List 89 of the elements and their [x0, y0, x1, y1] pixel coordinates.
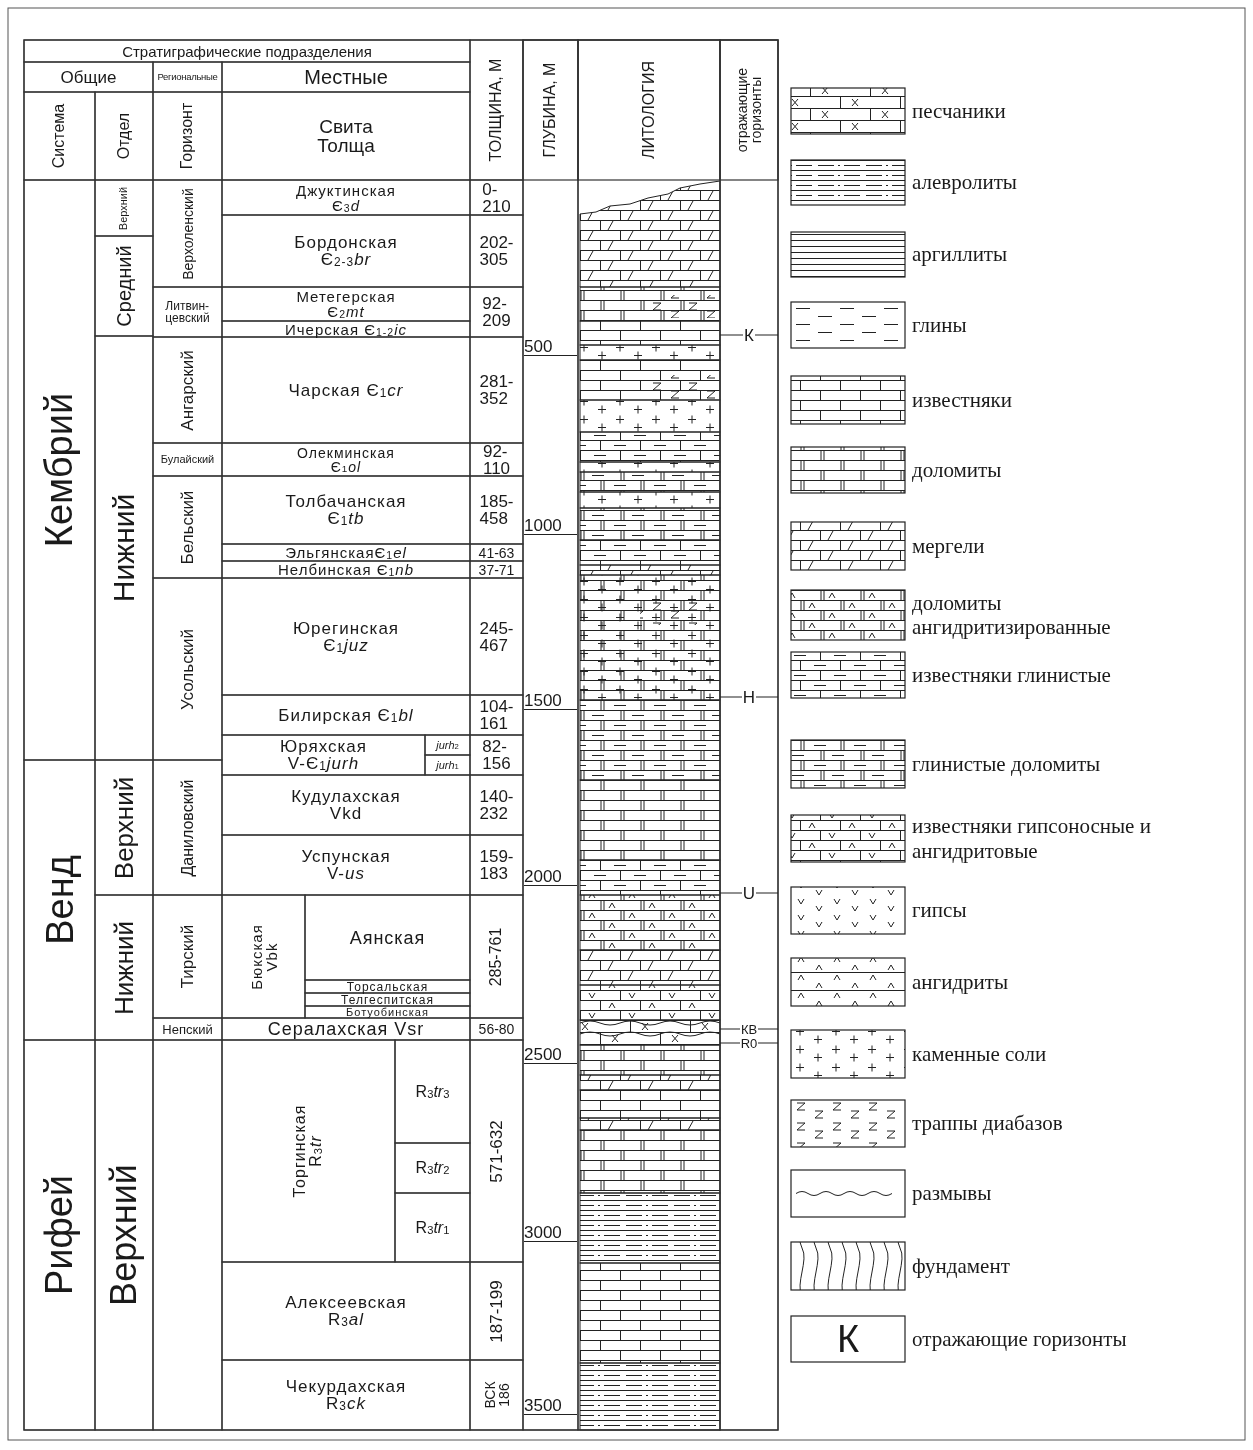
seismic-horizon-label: Н: [741, 688, 757, 706]
horizon-name: Верхоленский: [180, 187, 195, 280]
horizon-symbol: К: [836, 1320, 860, 1358]
table-header: Общие: [60, 68, 117, 86]
legend-text: алевролиты: [912, 170, 1017, 195]
legend-text: мергели: [912, 533, 985, 559]
horizon-name: Литвин- цевский: [165, 300, 210, 324]
series-name: Средний: [114, 245, 134, 327]
thickness-value: 56-80: [478, 1022, 515, 1036]
legend-text: известняки: [912, 387, 1012, 413]
thickness-value: 187-199: [488, 1279, 505, 1343]
thickness-value: 82- 156: [482, 738, 511, 772]
thickness-value: 202- 305: [479, 234, 514, 268]
legend-text: отражающие горизонты: [912, 1326, 1127, 1352]
thickness-value: 159- 183: [479, 848, 514, 882]
system-name: Рифей: [40, 1174, 79, 1296]
column-header: ТОЛЩИНА, М: [488, 58, 505, 162]
seismic-horizon-label: U: [741, 884, 757, 902]
legend-text: ангидриты: [912, 969, 1009, 995]
thickness-value: 104- 161: [479, 698, 514, 732]
table-header: Региональные: [157, 72, 218, 82]
thickness-value: 0- 210: [482, 180, 511, 215]
thickness-value: ВСК 186: [482, 1381, 511, 1409]
column-header: ЛИТОЛОГИЯ: [641, 61, 657, 159]
legend-text: траппы диабазов: [912, 1111, 1063, 1136]
formation-name: Успунская V-us: [301, 848, 391, 882]
depth-value: 3500: [524, 1397, 577, 1415]
depth-value: 1500: [524, 692, 577, 710]
column-header: отражающие горизонты: [735, 67, 763, 153]
horizon-name: Тирский: [179, 924, 196, 989]
depth-value: 1000: [524, 517, 577, 535]
series-name: Верхний: [111, 776, 137, 879]
system-name: Венд: [40, 855, 79, 945]
subformation-name: jurh$_{1}$: [436, 759, 459, 771]
formation-name: Торсальская: [346, 980, 429, 993]
legend-text: фундамент: [912, 1253, 1010, 1279]
thickness-value: 245- 467: [479, 619, 514, 654]
column-header: ГЛУБИНА, М: [542, 62, 559, 158]
legend-text: известняки гипсоносные и ангидритовые: [912, 814, 1152, 863]
legend-text: аргиллиты: [912, 242, 1008, 267]
seismic-horizon-label: КВ: [739, 1022, 759, 1036]
legend-text: известняки глинистые: [912, 662, 1111, 688]
formation-name: Бюкская Vbk: [248, 923, 279, 990]
formation-name: Кудулахская Vkd: [291, 788, 401, 822]
legend-text: глинистые доломиты: [912, 751, 1101, 777]
legend-text: глины: [912, 312, 967, 338]
legend-text: каменные соли: [912, 1041, 1047, 1067]
thickness-value: 140- 232: [479, 788, 514, 822]
thickness-value: 92- 209: [482, 295, 511, 329]
horizon-name: Ангарский: [179, 349, 196, 431]
formation-name: Ботуобинская: [346, 1006, 429, 1018]
depth-value: 2000: [524, 868, 577, 886]
column-header: Отдел: [116, 112, 132, 160]
depth-value: 2500: [524, 1046, 577, 1064]
depth-value: 3000: [524, 1224, 577, 1242]
legend-text: доломиты: [912, 457, 1002, 483]
legend-text: гипсы: [912, 898, 967, 923]
seismic-horizon-label: R0: [739, 1036, 759, 1050]
thickness-value: 281- 352: [479, 373, 514, 407]
thickness-value: 185- 458: [479, 493, 514, 527]
series-name: Нижний: [109, 493, 139, 603]
seismic-horizon-label: К: [743, 326, 755, 344]
table-header: Местные: [304, 67, 388, 87]
thickness-value: 285-761: [488, 927, 505, 986]
formation-name: Аянская: [349, 928, 426, 947]
formation-name: Телгеспитская: [341, 993, 434, 1006]
column-header: Свита Толща: [317, 117, 375, 155]
column-header: Система: [51, 103, 68, 169]
series-name: Верхний: [106, 1164, 142, 1306]
formation-name: Сералахская Vsr: [267, 1020, 425, 1038]
horizon-name: Бельский: [179, 490, 196, 564]
legend-text: доломиты ангидритизированные: [912, 590, 1112, 640]
series-name: Верхний: [118, 186, 130, 230]
thickness-value: 37-71: [478, 562, 515, 577]
subformation-name: jurh$_{2}$: [436, 739, 459, 751]
horizon-name: Булайский: [160, 454, 215, 465]
thickness-value: 571-632: [488, 1119, 505, 1183]
table-header: Стратиграфические подразделения: [122, 43, 372, 59]
legend-text: размывы: [912, 1181, 992, 1206]
horizon-name: Непский: [162, 1022, 213, 1036]
series-name: Нижний: [111, 920, 137, 1015]
horizon-name: Усольский: [179, 628, 196, 710]
legend-text: песчаники: [912, 98, 1006, 124]
thickness-value: 41-63: [478, 545, 515, 560]
depth-value: 500: [524, 338, 577, 356]
column-header: Горизонт: [179, 102, 196, 170]
system-name: Кембрий: [40, 392, 79, 548]
horizon-name: Даниловский: [179, 778, 196, 877]
thickness-value: 92- 110: [482, 442, 511, 477]
